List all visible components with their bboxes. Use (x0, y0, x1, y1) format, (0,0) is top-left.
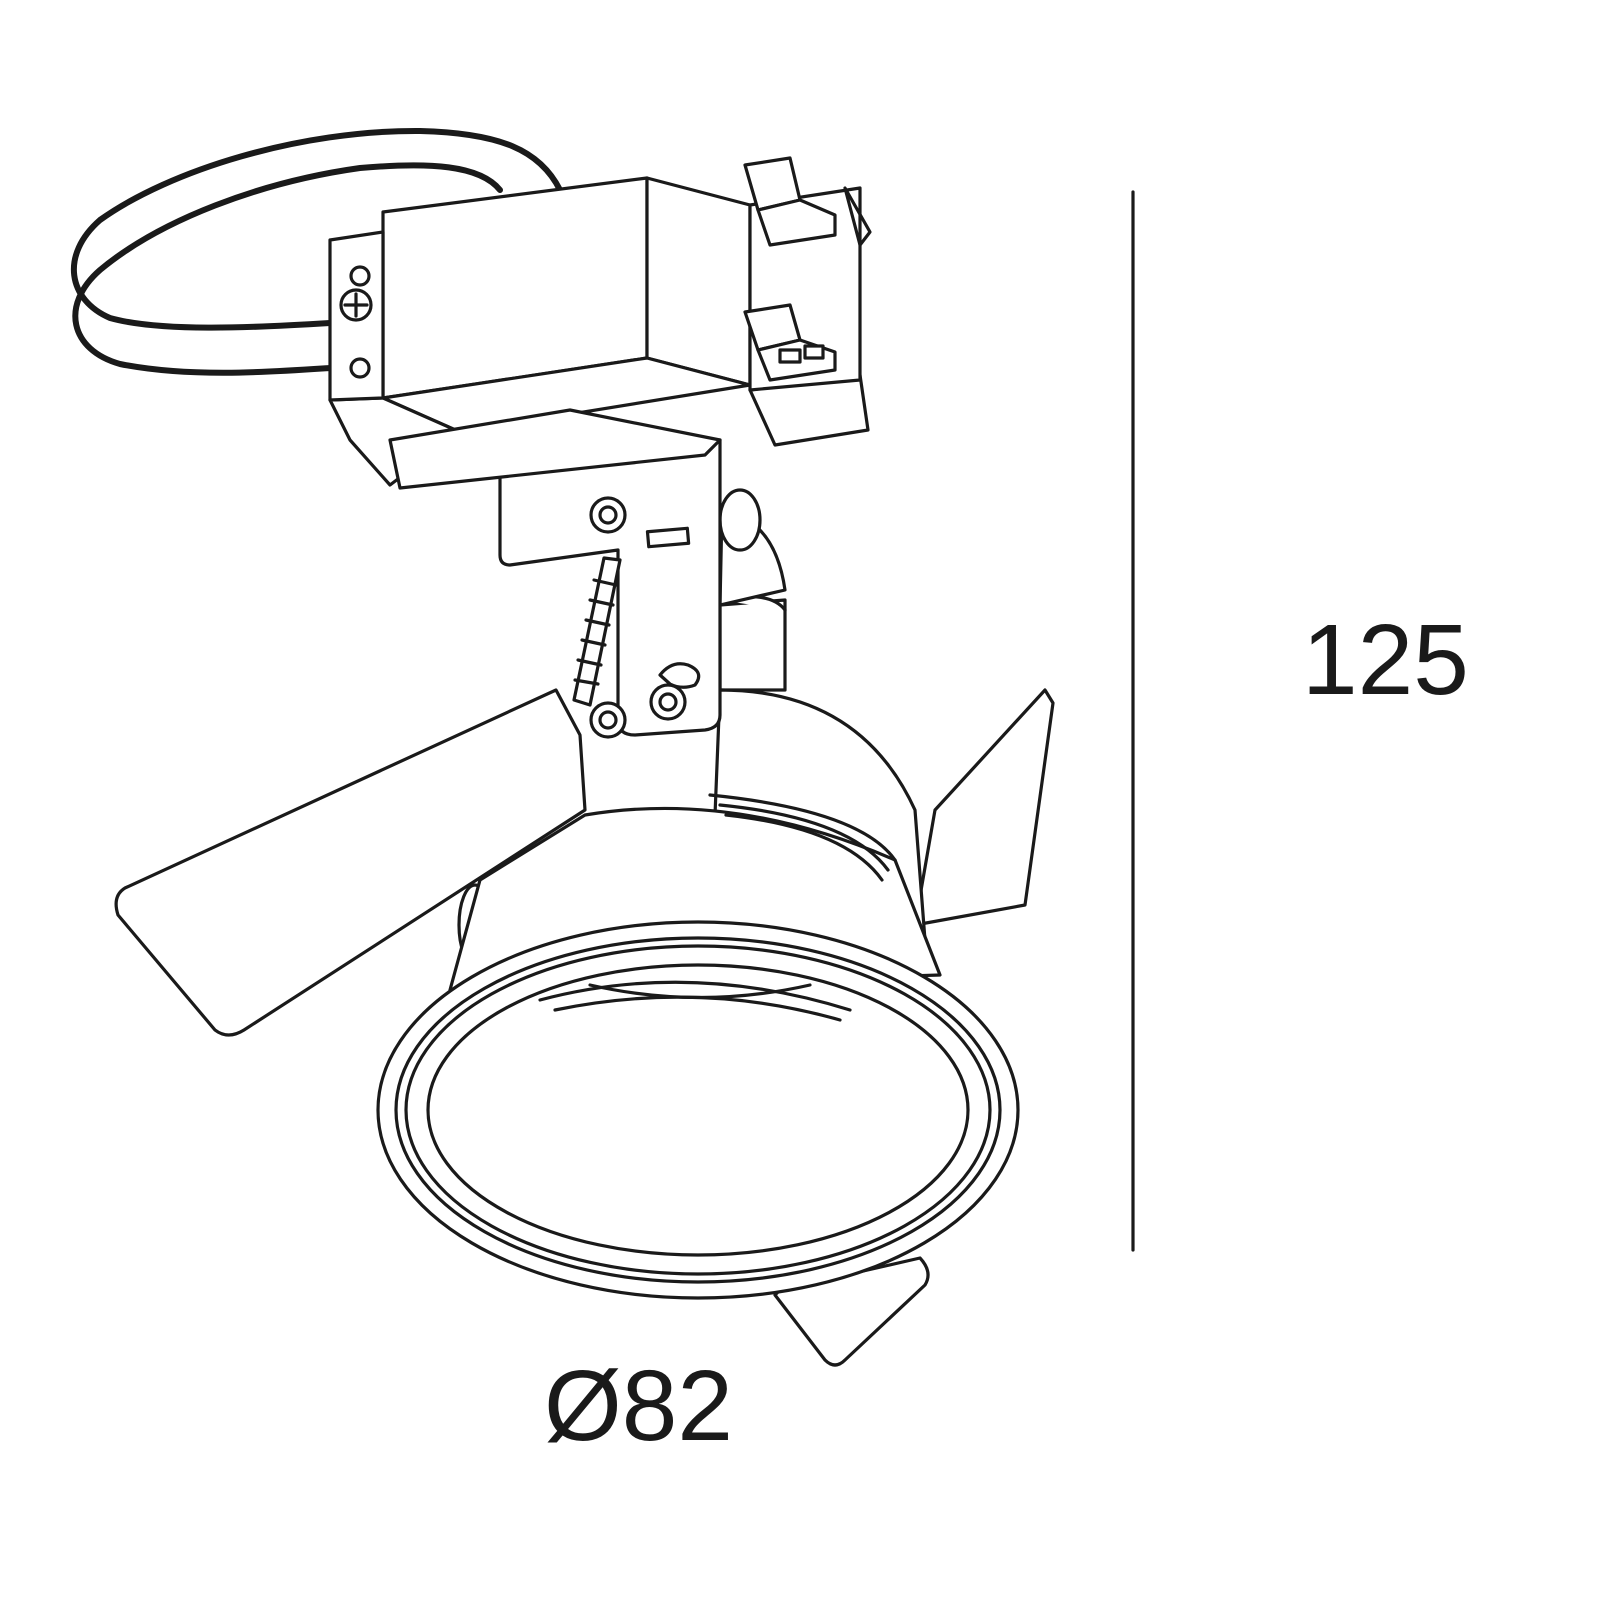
terminal-block (743, 156, 837, 382)
mounting-bracket (498, 438, 722, 739)
supply-cable (70, 127, 563, 376)
spring-clip-left (114, 688, 587, 1037)
trim-ring (376, 920, 1020, 1300)
spring-clip-right (913, 688, 1055, 927)
height-dimension-label: 125 (1302, 604, 1469, 716)
diameter-dimension-label: Ø82 (544, 1350, 734, 1462)
